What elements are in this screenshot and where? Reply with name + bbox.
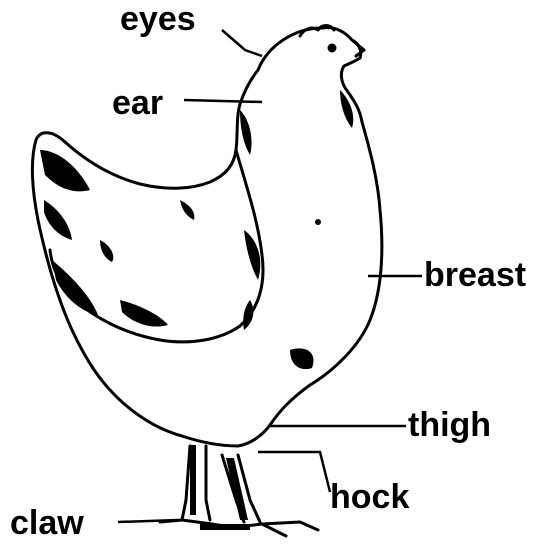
leader-hock [258,452,330,492]
label-thigh: thigh [408,408,491,442]
chicken-eye [329,45,335,51]
label-eyes: eyes [120,2,196,36]
chicken-leg-left [182,446,190,520]
feather-shading [40,90,353,530]
leader-eyes [222,30,262,56]
label-breast: breast [424,258,526,292]
chicken-leg-left-back [206,446,210,520]
label-claw: claw [10,506,84,540]
leader-ear [184,100,262,102]
chicken-head-outline [258,28,382,425]
label-ear: ear [112,86,163,120]
label-hock: hock [330,480,409,514]
chicken-belly-outline [238,425,270,446]
